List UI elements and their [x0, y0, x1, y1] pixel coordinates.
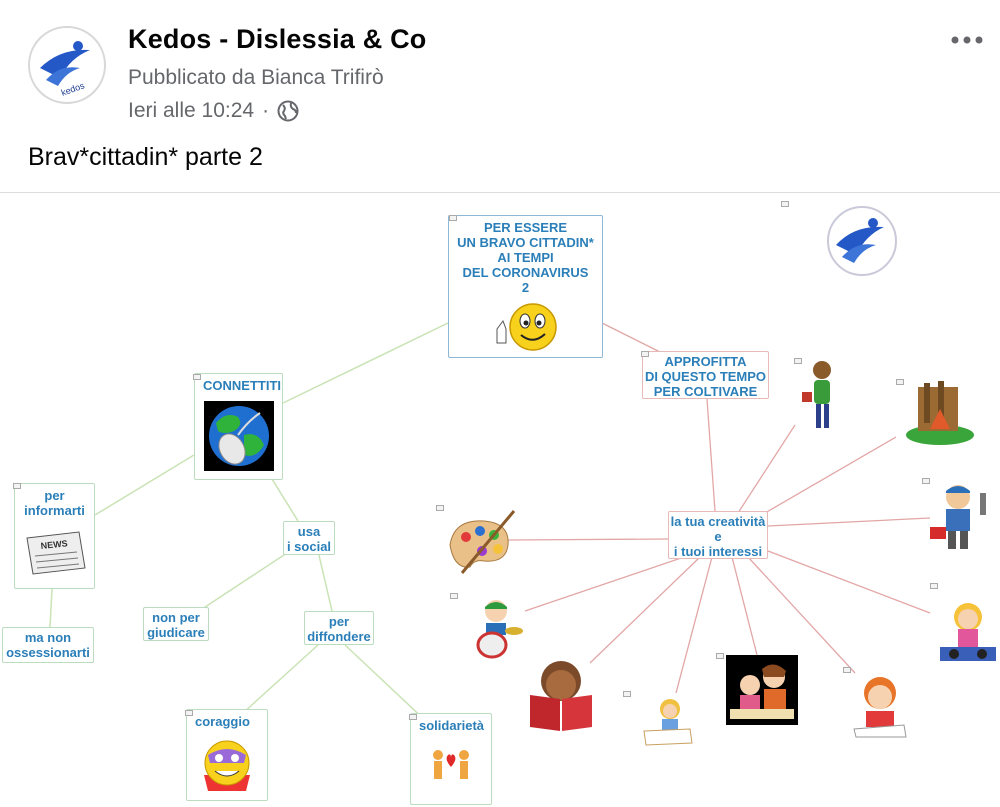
more-horizontal-icon[interactable]: [950, 34, 984, 46]
globe-icon[interactable]: [277, 100, 299, 122]
post-timestamp[interactable]: Ieri alle 10:24: [128, 99, 255, 122]
globe-mouse-icon: [203, 401, 274, 471]
kedos-logo-icon: kedos: [31, 29, 103, 101]
girl-drawing-icon: [643, 699, 693, 746]
boy-gardening-icon: [802, 361, 831, 428]
garden-tools-icon: [906, 381, 974, 445]
node-approfitta[interactable]: APPROFITTA DI QUESTO TEMPO PER COLTIVARE: [642, 351, 769, 399]
node-creativita-label: la tua creatività e i tuoi interessi: [670, 514, 766, 559]
node-informarti[interactable]: per informarti NEWS: [14, 483, 95, 589]
cooking-family-icon: [726, 655, 798, 725]
node-marker: [794, 358, 802, 364]
node-giudicare-label: non per giudicare: [147, 610, 205, 640]
post-text: Brav*cittadin* parte 2: [28, 143, 263, 171]
people-heart-icon: [433, 750, 469, 779]
node-marker: [436, 505, 444, 511]
paint-palette-icon: [449, 510, 516, 574]
news-text: NEWS: [40, 538, 68, 551]
node-diffondere-label: per diffondere: [307, 614, 371, 644]
node-marker: [843, 667, 851, 673]
node-connettiti-label: CONNETTITI: [203, 378, 281, 393]
newspaper-icon: NEWS: [25, 531, 86, 575]
node-marker: [13, 483, 21, 489]
child-drummer-icon: [476, 600, 523, 659]
node-ossessionarti[interactable]: ma non ossessionarti: [2, 627, 94, 663]
node-marker: [641, 351, 649, 357]
child-writing-icon: [853, 677, 907, 738]
post-meta: Ieri alle 10:24 ·: [128, 99, 299, 123]
node-connettiti[interactable]: CONNETTITI: [194, 373, 283, 480]
node-diffondere[interactable]: per diffondere: [304, 611, 374, 645]
node-center[interactable]: PER ESSERE UN BRAVO CITTADIN* AI TEMPI D…: [448, 215, 603, 358]
published-by-text: Pubblicato da Bianca Trifirò: [128, 66, 384, 89]
node-marker: [449, 215, 457, 221]
node-coraggio-label: coraggio: [195, 714, 250, 729]
post-image-mindmap[interactable]: PER ESSERE UN BRAVO CITTADIN* AI TEMPI D…: [0, 193, 1000, 807]
node-marker: [193, 374, 201, 380]
dj-girl-icon: [940, 603, 996, 661]
node-marker: [781, 201, 789, 207]
node-center-label: PER ESSERE UN BRAVO CITTADIN* AI TEMPI D…: [457, 220, 594, 295]
child-reading-book-icon: [530, 661, 592, 731]
superhero-smiley-icon: [204, 740, 250, 791]
node-solidarieta[interactable]: solidarietà: [410, 713, 492, 805]
node-coraggio[interactable]: coraggio: [186, 709, 268, 801]
node-marker: [716, 653, 724, 659]
node-giudicare[interactable]: non per giudicare: [143, 607, 209, 641]
node-ossessionarti-label: ma non ossessionarti: [6, 630, 90, 660]
node-solidarieta-label: solidarietà: [419, 718, 485, 733]
node-marker: [922, 478, 930, 484]
connector-lines: [49, 322, 931, 724]
header-divider: [0, 192, 1000, 193]
node-marker: [623, 691, 631, 697]
page-avatar[interactable]: kedos: [28, 26, 106, 104]
node-approfitta-label: APPROFITTA DI QUESTO TEMPO PER COLTIVARE: [644, 354, 767, 399]
node-marker: [930, 583, 938, 589]
handyman-icon: [930, 485, 986, 549]
smiley-thumbs-up-icon: [496, 303, 557, 351]
kedos-logo-icon: [827, 206, 897, 276]
page-name-link[interactable]: Kedos - Dislessia & Co: [128, 24, 427, 54]
node-social-label: usa i social: [286, 524, 332, 554]
node-marker: [409, 714, 417, 720]
node-informarti-label: per informarti: [24, 488, 85, 518]
node-marker: [450, 593, 458, 599]
post-header: kedos Kedos - Dislessia & Co Pubblicato …: [0, 0, 1000, 192]
node-creativita[interactable]: la tua creatività e i tuoi interessi: [668, 511, 768, 559]
node-marker: [185, 710, 193, 716]
meta-separator: ·: [262, 99, 270, 122]
node-social[interactable]: usa i social: [283, 521, 335, 555]
node-marker: [896, 379, 904, 385]
